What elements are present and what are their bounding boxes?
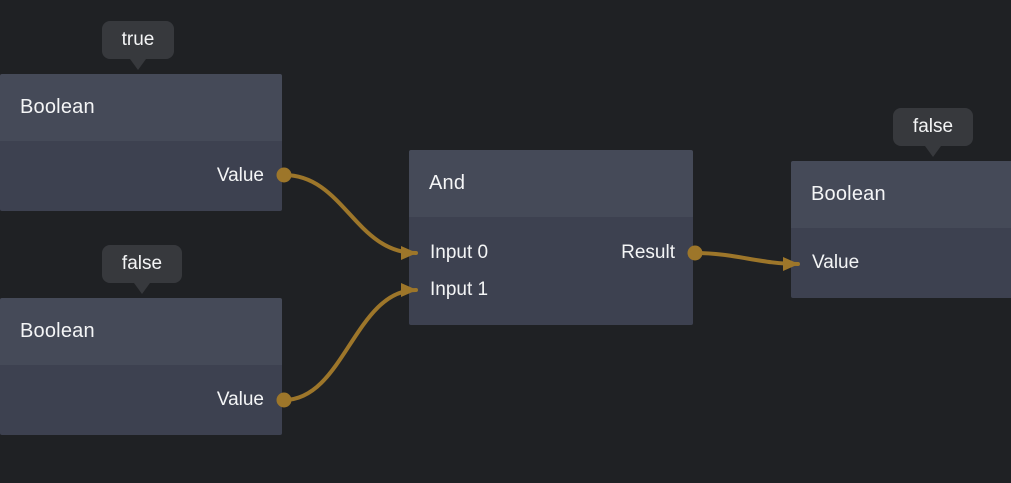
- output-port-dot[interactable]: [276, 167, 292, 183]
- output-port-value[interactable]: Value: [0, 382, 282, 418]
- node-title[interactable]: Boolean: [791, 161, 1011, 228]
- node-and[interactable]: And Input 0 Result Input 1: [409, 150, 693, 325]
- port-row: Input 0 Result: [409, 234, 693, 271]
- node-body: Input 0 Result Input 1: [409, 217, 693, 325]
- node-boolean-false[interactable]: Boolean Value: [0, 298, 282, 435]
- node-title[interactable]: And: [409, 150, 693, 217]
- port-label: Value: [216, 165, 264, 186]
- output-port-dot[interactable]: [687, 245, 703, 261]
- node-boolean-true[interactable]: Boolean Value: [0, 74, 282, 211]
- output-port-dot[interactable]: [276, 392, 292, 408]
- value-tooltip-false: false: [893, 108, 973, 157]
- output-port-result[interactable]: Result: [621, 241, 675, 263]
- node-body: Value: [0, 141, 282, 211]
- node-title[interactable]: Boolean: [0, 298, 282, 365]
- output-port-value[interactable]: Value: [0, 158, 282, 194]
- wire-and-result-to-boolean-value[interactable]: [693, 251, 800, 271]
- node-body: Value: [0, 365, 282, 435]
- port-label: Value: [812, 252, 860, 273]
- wire-true-to-and-input0[interactable]: [282, 173, 418, 260]
- wire-false-to-and-input1[interactable]: [282, 283, 418, 402]
- input-port-value[interactable]: Value: [791, 245, 1011, 281]
- port-row: Input 1: [409, 271, 693, 308]
- node-body: Value: [791, 228, 1011, 298]
- value-tooltip-true: true: [102, 21, 174, 70]
- node-title[interactable]: Boolean: [0, 74, 282, 141]
- input-port-1[interactable]: Input 1: [430, 278, 489, 300]
- value-tooltip-false: false: [102, 245, 182, 294]
- node-boolean-result[interactable]: Boolean Value: [791, 161, 1011, 298]
- port-label: Value: [216, 389, 264, 410]
- input-port-0[interactable]: Input 0: [430, 241, 489, 263]
